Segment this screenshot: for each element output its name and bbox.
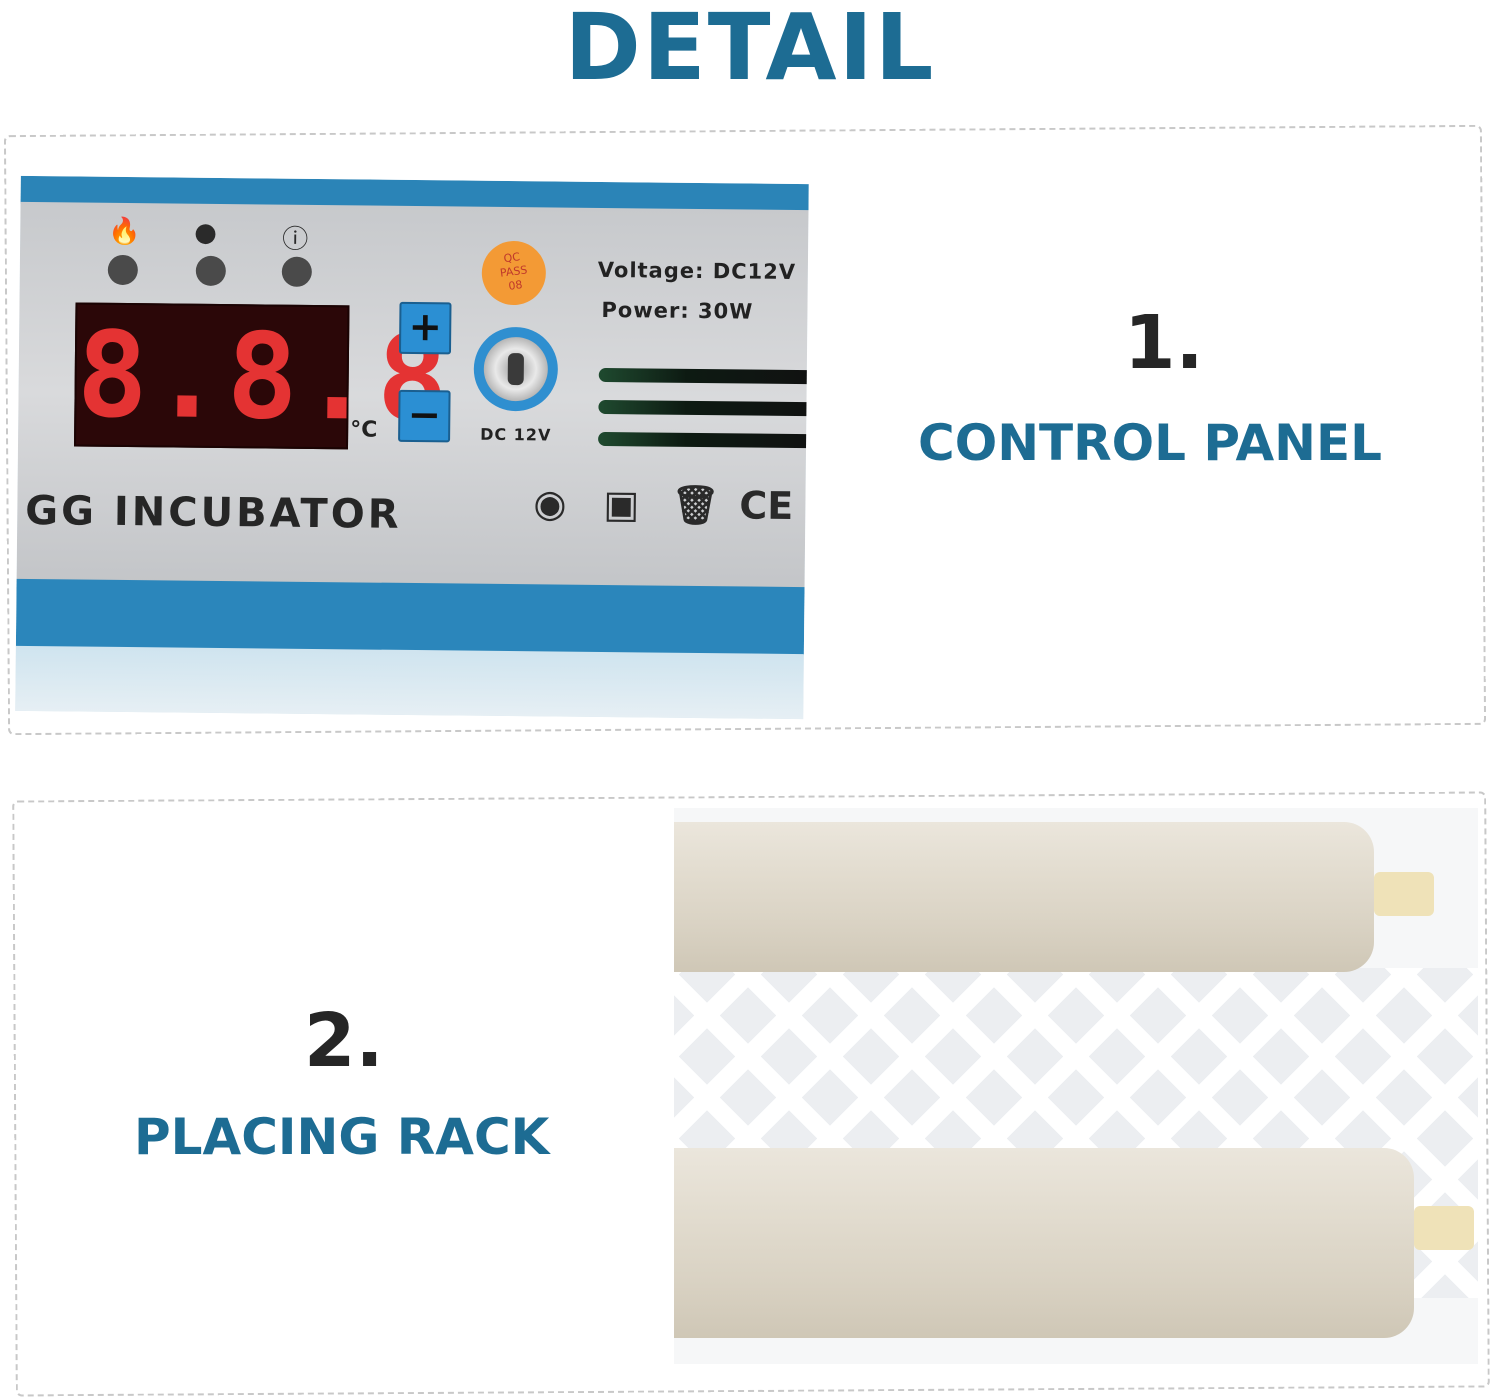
section-label-control-panel: CONTROL PANEL	[918, 414, 1383, 472]
product-name: GG INCUBATOR	[25, 487, 402, 538]
roller-end-cap	[1374, 872, 1434, 916]
placing-rack-photo	[674, 808, 1478, 1364]
section-label-placing-rack: PLACING RACK	[134, 1108, 550, 1166]
turning-indicator-led	[195, 255, 226, 287]
voltage-spec: Voltage: DC12V	[597, 257, 797, 285]
weee-bin-icon: 🗑	[671, 482, 720, 528]
vent-slot	[598, 367, 809, 385]
temperature-display: 8.8.8	[73, 302, 453, 450]
turning-roller	[674, 1148, 1414, 1338]
jack-label: DC 12V	[480, 424, 552, 445]
section-number-1: 1.	[1124, 300, 1204, 386]
turning-icon: ●	[194, 217, 218, 248]
turning-roller	[674, 822, 1374, 972]
page-title: DETAIL	[564, 0, 936, 101]
double-insulation-icon: ▣	[603, 482, 640, 527]
section-number-2: 2.	[304, 998, 384, 1084]
vent-slot	[598, 431, 809, 449]
vent-slot	[598, 399, 809, 417]
low-energy-icon: ◉	[533, 481, 567, 526]
power-spec: Power: 30W	[601, 297, 754, 324]
alarm-icon: ⓘ	[282, 224, 309, 255]
decrease-button: −	[398, 389, 451, 443]
control-panel-photo: 🔥 ● ⓘ 8.8.8 °C + − QC PASS 08 DC 12V Vol…	[15, 175, 809, 720]
increase-button: +	[398, 301, 452, 355]
power-jack	[473, 326, 559, 412]
temperature-unit: °C	[350, 417, 378, 443]
ce-mark: CE	[739, 483, 794, 528]
flame-icon: 🔥	[108, 216, 141, 248]
roller-end-cap	[1414, 1206, 1474, 1250]
heat-indicator-led	[107, 254, 138, 286]
alarm-indicator-led	[281, 256, 312, 287]
